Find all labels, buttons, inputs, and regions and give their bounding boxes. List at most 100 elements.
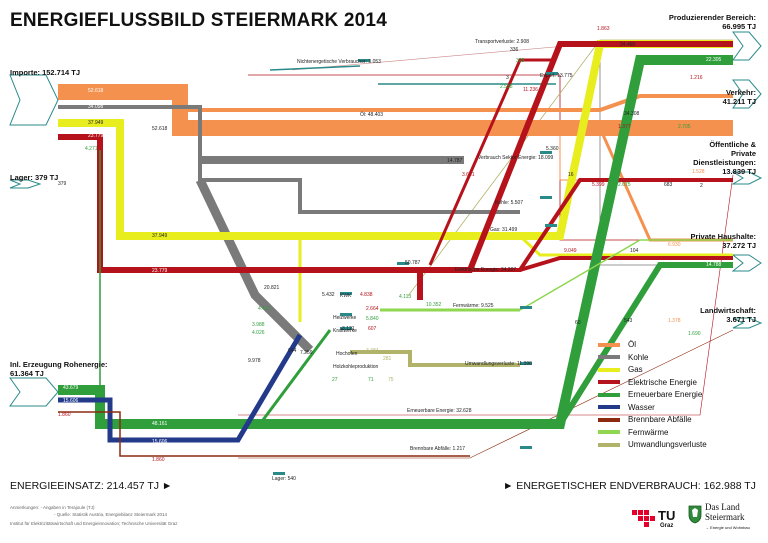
flow-value-label: 75	[388, 377, 394, 383]
flow-value-label: 3.484	[366, 348, 379, 354]
flow-value-label: 50.787	[405, 260, 421, 266]
flow-value-label: 2.538	[500, 84, 513, 90]
flow-value-label: 23.779	[152, 268, 168, 274]
node-lager-540: Lager: 540	[272, 476, 296, 482]
flow-value-label: 4.113	[399, 294, 411, 300]
node-marker	[273, 472, 285, 475]
flow-nichtenergetisch	[269, 65, 361, 71]
flow-value-label: 4.026	[252, 330, 265, 336]
flow-value-label: 2.705	[678, 124, 691, 130]
flow-gas-haushalte	[518, 234, 733, 257]
flow-value-label: 71	[368, 377, 374, 383]
flow-value-label: 24.460	[620, 42, 636, 48]
flow-value-label: 1.863	[597, 26, 610, 32]
legend-label: Elektrische Energie	[628, 377, 697, 387]
node-marker	[540, 196, 552, 199]
flow-value-label: 4.838	[360, 292, 373, 298]
legend-label: Gas	[628, 365, 643, 374]
flow-value-label: 41.466	[152, 180, 168, 186]
node-fernwaerme: Fernwärme: 9.525	[453, 303, 494, 309]
label-importe: Importe: 152.714 TJ	[10, 68, 81, 77]
node-marker	[540, 151, 552, 154]
flow-value-label: 4.271	[85, 146, 98, 152]
coat-of-arms-icon	[688, 505, 702, 524]
legend-swatch	[598, 392, 620, 397]
flow-value-label: 15.606	[63, 398, 79, 404]
flow-value-label: 3	[506, 75, 509, 81]
flow-thin-outline	[238, 329, 734, 459]
flow-elektrisch-export	[428, 58, 556, 266]
legend-item: Öl	[598, 340, 707, 353]
node-heizwerke: Heizwerke	[333, 315, 357, 321]
flow-value-label: 2.664	[366, 306, 379, 312]
flow-value-label: 37.949	[88, 120, 104, 126]
node-gas: Gas: 31.499	[490, 227, 518, 233]
output-landwirtschaft-arrow	[732, 317, 763, 329]
flow-value-label: 10.352	[426, 302, 442, 308]
land-logo-text-3: → Energie und Wohnbau	[705, 525, 750, 530]
node-marker	[520, 446, 532, 449]
flow-value-label: 1.860	[58, 412, 71, 418]
flow-value-label: 379	[58, 181, 67, 187]
graz-logo-text: Graz	[660, 523, 674, 529]
output-verkehr-arrow	[732, 79, 762, 109]
node-marker	[340, 292, 352, 295]
flow-value-label: 20.821	[264, 285, 280, 291]
flow-value-label: 16	[568, 172, 574, 178]
legend-item: Brennbare Abfälle	[598, 415, 707, 428]
flow-kohle-hochofen	[195, 178, 314, 354]
legend-label: Erneuerbare Energie	[628, 390, 703, 399]
legend-label: Fernwärme	[628, 427, 669, 437]
land-logo-text-2: Steiermark	[705, 512, 745, 522]
flow-value-label: 3.988	[252, 322, 265, 328]
flow-value-label: 1.860	[152, 457, 165, 463]
legend-item: Kohle	[598, 353, 707, 366]
flow-abfaelle	[58, 411, 470, 457]
label-produzierender: Produzierender Bereich: 66.995 TJ	[668, 13, 756, 31]
node-marker	[545, 224, 557, 227]
footnote-quelle: - Quelle: Statistik Austria, Energiebila…	[54, 512, 168, 517]
legend-swatch	[598, 342, 620, 347]
flow-gas-main	[58, 40, 733, 240]
flow-value-label: 60	[575, 320, 581, 326]
flow-value-label: 9.978	[248, 358, 261, 364]
energieeinsatz-total: ENERGIEEINSATZ: 214.457 TJ ►	[10, 480, 173, 492]
land-logo-text-1: Das Land	[705, 502, 740, 512]
node-oel: Öl: 48.403	[360, 112, 384, 118]
node-umwandlungsverluste: Umwandlungsverluste: 11.396	[465, 361, 532, 367]
legend-swatch	[598, 417, 620, 422]
legend-label: Umwandlungsverluste	[628, 440, 707, 449]
node-marker	[340, 327, 352, 330]
flow-value-label: 17.203	[647, 48, 663, 54]
label-verkehr: Verkehr: 41.211 TJ	[722, 88, 756, 106]
node-marker	[340, 313, 352, 316]
node-elektrische: Elektrische Energie: 34.207	[455, 267, 517, 273]
label-inl-erzeugung: Inl. Erzeugung Rohenergie: 61.364 TJ	[10, 360, 108, 378]
flow-value-label: 328	[516, 58, 525, 64]
flow-value-label: 5.840	[366, 316, 379, 322]
flow-value-label: 1.378	[668, 318, 681, 324]
node-marker	[358, 59, 370, 62]
node-nichtenergetisch: Nichtenergetische Verbraucher: 3.053	[297, 59, 381, 65]
flow-value-label: 4.437	[258, 306, 271, 312]
footnote-anmerkungen: Anmerkungen: - Angaben in Terajoule (TJ)	[10, 505, 95, 510]
legend-item: Wasser	[598, 403, 707, 416]
node-marker	[520, 362, 532, 365]
flow-value-label: 34.098	[88, 104, 104, 110]
flow-value-label: 1.528	[692, 169, 705, 175]
legend-swatch	[598, 355, 620, 360]
flow-value-label: 1.742	[540, 50, 553, 56]
flow-value-label: 2	[700, 183, 703, 189]
flow-value-label: 11.236	[523, 87, 538, 93]
flow-value-label: 7.259	[300, 350, 313, 356]
input-inl-erzeugung-arrow	[9, 377, 59, 407]
flow-value-label: 5.360	[546, 146, 559, 152]
legend-swatch	[598, 442, 620, 447]
flow-value-label: 1.377	[618, 124, 631, 130]
legend-item: Erneuerbare Energie	[598, 390, 707, 403]
legend-swatch	[598, 367, 620, 372]
legend-item: Elektrische Energie	[598, 378, 707, 391]
node-transportverluste: Transportverluste: 2.908	[475, 39, 530, 45]
